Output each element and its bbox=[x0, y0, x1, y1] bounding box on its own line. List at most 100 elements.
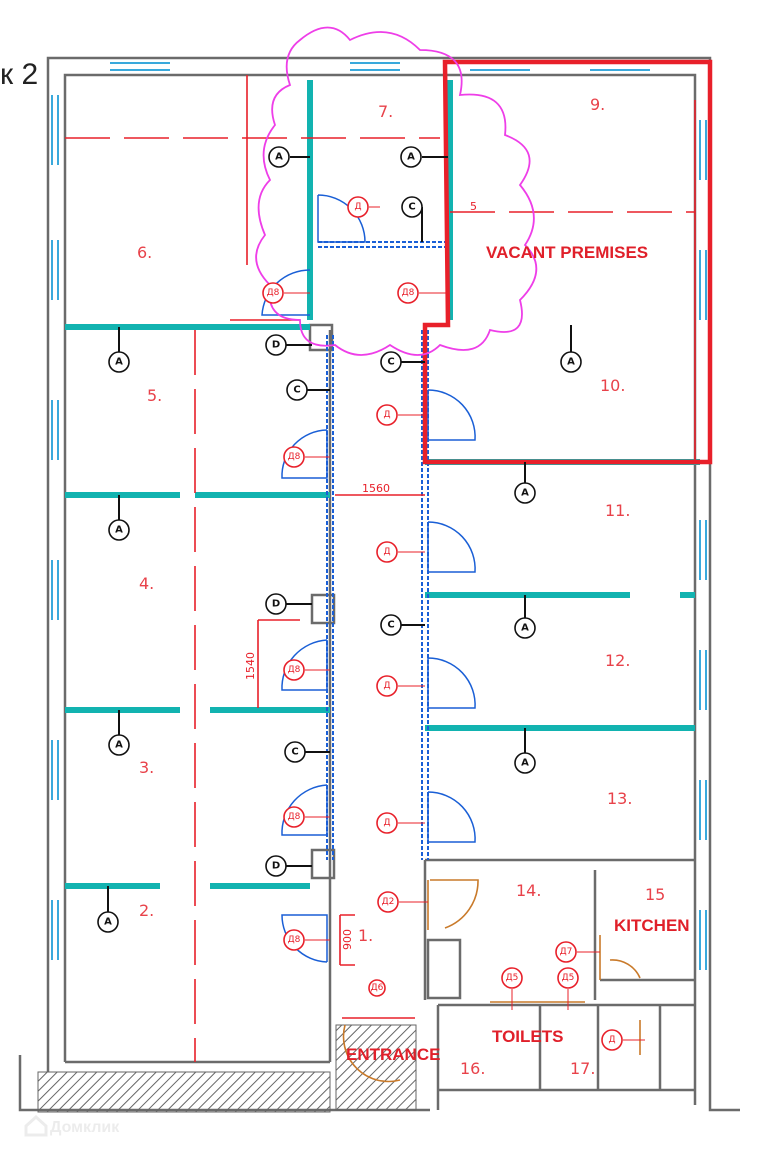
svg-text:C: C bbox=[293, 385, 300, 396]
svg-text:A: A bbox=[115, 357, 123, 368]
svg-text:A: A bbox=[104, 917, 112, 928]
svg-text:Д: Д bbox=[354, 202, 361, 212]
marker-a: A bbox=[108, 327, 130, 373]
room-5: 5. bbox=[147, 386, 162, 405]
dimension-1560: 1560 bbox=[362, 482, 390, 495]
room-13: 13. bbox=[607, 789, 632, 808]
svg-text:Д8: Д8 bbox=[288, 812, 301, 822]
svg-text:Д5: Д5 bbox=[506, 973, 519, 983]
svg-text:Д: Д bbox=[383, 681, 390, 691]
svg-text:Д8: Д8 bbox=[402, 288, 415, 298]
svg-text:A: A bbox=[521, 488, 529, 499]
svg-text:A: A bbox=[275, 152, 283, 163]
svg-text:Д2: Д2 bbox=[382, 897, 395, 907]
marker-a: A bbox=[514, 462, 536, 504]
svg-text:D: D bbox=[272, 861, 280, 872]
svg-text:C: C bbox=[291, 747, 298, 758]
svg-text:Домклик: Домклик bbox=[50, 1119, 120, 1136]
marker-a: A bbox=[268, 146, 310, 168]
marker-a: A bbox=[514, 595, 536, 639]
door-marker: Д bbox=[601, 1029, 645, 1051]
svg-text:Д8: Д8 bbox=[288, 452, 301, 462]
entrance-label: ENTRANCE bbox=[346, 1045, 440, 1064]
marker-c: C bbox=[286, 379, 330, 401]
door-marker: Д6 bbox=[368, 979, 386, 997]
marker-a: A bbox=[108, 710, 130, 756]
door-marker: Д7 bbox=[555, 941, 600, 963]
vacant-premises-label: VACANT PREMISES bbox=[486, 243, 648, 262]
door-markers: Д Д8 Д8 Д Д Д Д Д8 Д8 Д8 Д8 Д2 Д6 Д5 Д5 … bbox=[262, 196, 645, 1051]
svg-text:Д8: Д8 bbox=[288, 935, 301, 945]
room-15: 15 bbox=[645, 885, 665, 904]
room-4: 4. bbox=[139, 574, 154, 593]
room-7: 7. bbox=[378, 102, 393, 121]
marker-a: A bbox=[97, 886, 119, 933]
room-6: 6. bbox=[137, 243, 152, 262]
door-marker: Д bbox=[376, 404, 425, 426]
room-3: 3. bbox=[139, 758, 154, 777]
room-labels: 7. 9. 6. 5. 4. 3. 2. 1. 10. 11. 12. 13. … bbox=[137, 95, 665, 1078]
door-marker: Д bbox=[376, 675, 425, 697]
utility-doors bbox=[342, 879, 641, 1083]
marker-a: A bbox=[108, 495, 130, 541]
room-9: 9. bbox=[590, 95, 605, 114]
svg-text:D: D bbox=[272, 599, 280, 610]
svg-text:Д8: Д8 bbox=[267, 288, 280, 298]
door-marker: Д bbox=[376, 541, 425, 563]
svg-text:A: A bbox=[567, 357, 575, 368]
marker-a: A bbox=[400, 146, 448, 168]
door-marker: Д8 bbox=[262, 282, 310, 304]
room-10: 10. bbox=[600, 376, 625, 395]
revision-cloud bbox=[255, 26, 538, 356]
svg-text:Д: Д bbox=[383, 818, 390, 828]
room-12: 12. bbox=[605, 651, 630, 670]
section-markers: A A A A A A A A A A C C C C C D D D bbox=[97, 146, 582, 933]
svg-text:Д6: Д6 bbox=[371, 983, 384, 993]
dimension-1540: 1540 bbox=[244, 652, 257, 680]
svg-text:A: A bbox=[521, 623, 529, 634]
outer-walls bbox=[18, 56, 740, 1112]
door-marker: Д8 bbox=[283, 806, 330, 828]
svg-text:A: A bbox=[407, 152, 415, 163]
room-14: 14. bbox=[516, 881, 541, 900]
building-label: к 2 bbox=[0, 58, 38, 91]
door-marker: Д5 bbox=[557, 967, 579, 1010]
svg-text:C: C bbox=[408, 202, 415, 213]
svg-text:A: A bbox=[521, 758, 529, 769]
marker-c: C bbox=[380, 351, 425, 373]
svg-text:Д7: Д7 bbox=[560, 947, 573, 957]
door-marker: Д5 bbox=[501, 967, 523, 1010]
door-swings bbox=[261, 194, 476, 963]
partitions bbox=[65, 80, 700, 889]
door-marker: Д bbox=[376, 812, 425, 834]
marker-a: A bbox=[560, 325, 582, 373]
door-marker: Д8 bbox=[283, 659, 330, 681]
svg-text:C: C bbox=[387, 357, 394, 368]
marker-d: D bbox=[265, 855, 312, 877]
room-11: 11. bbox=[605, 501, 630, 520]
marker-d: D bbox=[265, 334, 312, 356]
door-marker: Д2 bbox=[377, 891, 428, 913]
svg-text:D: D bbox=[272, 340, 280, 351]
marker-a: A bbox=[514, 728, 536, 774]
marker-c: C bbox=[401, 196, 423, 242]
marker-c: C bbox=[380, 614, 425, 636]
toilets-label: TOILETS bbox=[492, 1027, 563, 1046]
door-marker: Д bbox=[347, 196, 380, 218]
svg-text:A: A bbox=[115, 740, 123, 751]
svg-text:A: A bbox=[115, 525, 123, 536]
room-2: 2. bbox=[139, 901, 154, 920]
room-17: 17. bbox=[570, 1059, 595, 1078]
svg-text:Д: Д bbox=[608, 1035, 615, 1045]
dimension-lines bbox=[65, 75, 696, 1062]
room-1: 1. bbox=[358, 926, 373, 945]
corridor-walls bbox=[318, 241, 445, 860]
svg-text:Д5: Д5 bbox=[562, 973, 575, 983]
watermark-logo-icon bbox=[24, 1114, 48, 1137]
svg-text:Д8: Д8 bbox=[288, 665, 301, 675]
dimension-partial: 5 bbox=[470, 200, 477, 213]
vacant-premises-outline bbox=[422, 59, 713, 465]
marker-c: C bbox=[284, 741, 330, 763]
kitchen-label: KITCHEN bbox=[614, 916, 690, 935]
